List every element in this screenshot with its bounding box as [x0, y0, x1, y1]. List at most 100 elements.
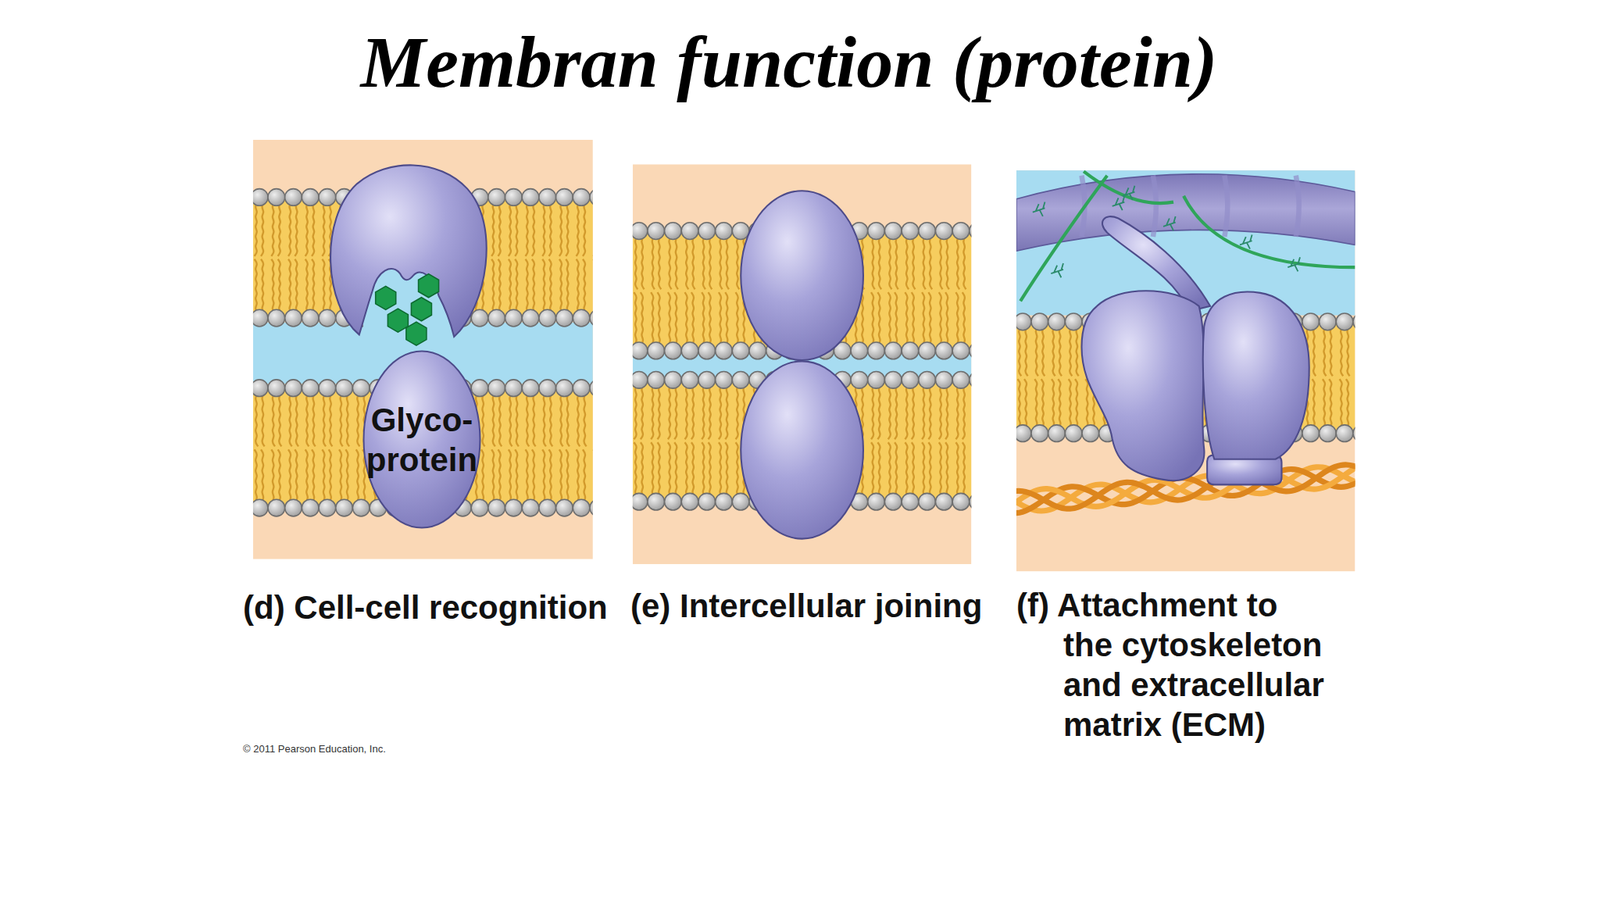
receptor-protein: [330, 164, 487, 337]
lipid-head: [572, 499, 590, 517]
lipid-head: [1082, 425, 1100, 443]
lipid-head: [901, 371, 919, 389]
lipid-head: [301, 309, 319, 327]
lipid-tail: [657, 442, 661, 502]
lipid-head: [1048, 313, 1066, 331]
panel-background: [632, 164, 972, 565]
lipid-head: [318, 379, 336, 397]
lipid-head: [556, 379, 574, 397]
carbohydrate-hexagon: [418, 274, 440, 298]
lipid-head: [556, 189, 574, 207]
lipid-head: [539, 189, 557, 207]
lipid-head: [253, 189, 268, 207]
lipid-head: [301, 379, 319, 397]
lipid-tail: [871, 442, 874, 502]
lipid-head: [1335, 313, 1354, 331]
lipid-head: [715, 371, 733, 389]
lipid-tail: [962, 442, 965, 502]
lipid-head: [867, 222, 886, 240]
lipid-head: [285, 309, 303, 327]
lipid-tail: [321, 196, 325, 256]
carbohydrate-hexagon: [406, 321, 427, 346]
fiber-branch: [1239, 234, 1253, 249]
lipid-head: [698, 342, 716, 360]
lipid-tail: [508, 259, 511, 318]
lipid-tail: [667, 442, 671, 502]
lipid-head: [539, 309, 557, 327]
lipid-head: [521, 499, 540, 517]
lipid-head: [1031, 313, 1049, 331]
panel-caption: (d) Cell-cell recognition: [242, 587, 665, 628]
lipid-head: [521, 189, 540, 207]
lipid-tail: [945, 442, 948, 502]
lipid-tail: [685, 379, 688, 440]
lipid-head: [589, 499, 593, 517]
lipid-head: [1048, 425, 1066, 443]
lipid-head: [488, 499, 506, 517]
lipid-tail: [888, 442, 891, 502]
lipid-head: [732, 492, 750, 511]
lipid-tail: [911, 379, 915, 440]
glycoprotein-body: [364, 351, 481, 529]
lipid-head: [664, 222, 683, 240]
lipid-tail: [708, 442, 711, 502]
membrane-panel: (e) Intercellular joining: [632, 164, 972, 565]
panel-d-art: [253, 139, 593, 560]
lipid-head: [1353, 425, 1356, 443]
lipid-head: [952, 492, 970, 511]
lipid-tail: [559, 196, 562, 256]
lipid-head: [952, 222, 970, 240]
lipid-tail: [894, 442, 897, 502]
fiber-branch: [1032, 202, 1046, 217]
lipid-head: [850, 371, 868, 389]
protein-label: Glyco- protein: [362, 350, 482, 529]
lipid-head: [647, 492, 665, 511]
lipid-head: [681, 342, 699, 360]
lipid-head: [969, 371, 972, 389]
lipid-head: [253, 309, 268, 327]
filament-segment: [1224, 175, 1228, 237]
lipid-tail: [685, 442, 688, 502]
lipid-tail: [640, 379, 643, 440]
lipid-head: [681, 222, 699, 240]
lipid-head: [732, 371, 750, 389]
filament-segment: [1296, 175, 1300, 237]
lipid-head: [556, 499, 574, 517]
lipid-tail: [921, 379, 925, 440]
lipid-head: [901, 492, 919, 511]
lipid-tail: [904, 379, 908, 440]
lipid-tail: [650, 379, 654, 440]
panel-caption: (e) Intercellular joining: [630, 585, 1053, 626]
lipid-tail: [640, 442, 643, 502]
lipid-head: [664, 342, 683, 360]
lipid-head: [867, 371, 886, 389]
lipid-tail: [305, 259, 308, 318]
lipid-tail: [701, 379, 704, 440]
lipid-tail: [657, 379, 661, 440]
lipid-tail: [939, 379, 942, 440]
lipid-head: [1016, 313, 1032, 331]
lipid-head: [969, 342, 972, 360]
lipid-head: [1064, 425, 1083, 443]
lipid-tail: [271, 196, 274, 256]
lipid-head: [715, 222, 733, 240]
lipid-tail: [525, 259, 529, 318]
lipid-head: [589, 189, 593, 207]
lipid-head: [884, 342, 902, 360]
lipid-head: [539, 379, 557, 397]
lipid-head: [352, 499, 370, 517]
membrane-panel: Glyco- protein(d) Cell-cell recognition: [253, 139, 593, 560]
lipid-tail: [491, 196, 494, 256]
lipid-head: [935, 342, 953, 360]
panel-caption: (f) Attachment to the cytoskeleton and e…: [1016, 585, 1331, 745]
lipid-head: [285, 499, 303, 517]
lipid-tail: [559, 259, 562, 318]
lipid-head: [681, 492, 699, 511]
fiber-branch: [1287, 257, 1300, 272]
carbohydrate-hexagon: [410, 297, 432, 322]
lipid-tail: [691, 442, 694, 502]
lipid-head: [1319, 313, 1337, 331]
lipid-head: [505, 309, 523, 327]
lipid-tail: [674, 379, 677, 440]
